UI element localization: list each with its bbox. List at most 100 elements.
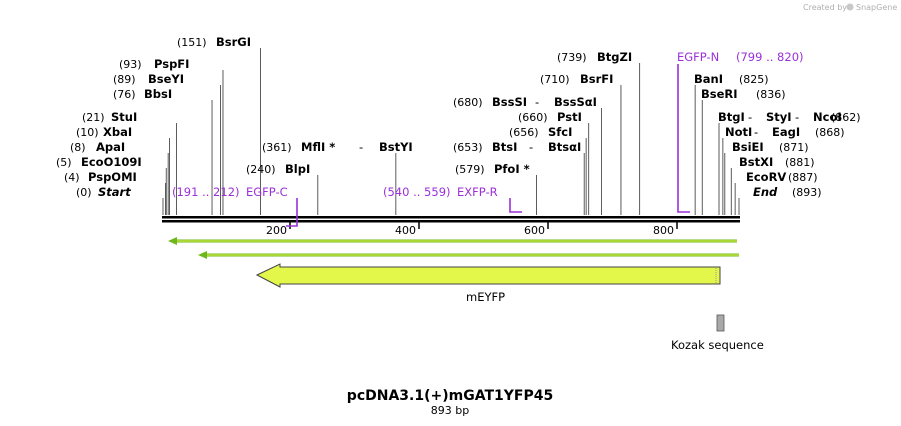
enzyme-name: BseYI [148,72,184,86]
backbone-top-strand [162,216,740,219]
enzyme-site-btgi[interactable]: (862)BtgI - StyI - NcoI [718,110,861,124]
enzyme-name-alt: BtsαI [548,140,581,154]
primer-egfp-c-range: (191 .. 212) [172,185,240,199]
feature-meyfp[interactable]: mEYFP [255,263,721,304]
enzyme-name: BanI [694,72,723,86]
brand-prefix: Created by [803,3,847,12]
enzyme-site-apai[interactable]: (8)ApaI [70,140,125,154]
primer-egfp-c[interactable]: (191 .. 212) EGFP-C [172,185,298,227]
enzyme-position: (887) [788,171,818,184]
enzyme-position: (240) [246,163,276,176]
enzyme-site-btgzi[interactable]: (739) BtgZI [557,50,632,64]
enzyme-separator: - [529,140,533,154]
enzyme-separator: - [795,110,799,124]
enzyme-position: (76) [113,88,136,101]
enzyme-position: (893) [792,186,822,199]
enzyme-name-alt: BssSαI [554,95,597,109]
svg-text:400: 400 [395,224,416,237]
enzyme-separator: - [748,110,752,124]
feature-strand-2 [198,251,739,259]
enzyme-name: NotI [725,125,752,139]
enzyme-name: Start [98,185,131,199]
enzyme-name: XbaI [103,125,132,139]
enzyme-position: (0) [76,186,92,199]
enzyme-position: (93) [119,58,142,71]
enzyme-site-end[interactable]: (893) End [753,185,822,199]
enzyme-name: BsrGI [216,35,251,49]
enzyme-name: BtsI [492,140,517,154]
primer-exfp-r-range: (540 .. 559) [383,185,451,199]
enzyme-position: (656) [509,126,539,139]
enzyme-name: BlpI [285,162,310,176]
enzyme-position: (881) [785,156,815,169]
enzyme-name: End [753,185,778,199]
enzyme-name-alt: StyI [766,110,792,124]
feature-kozak[interactable]: Kozak sequence [671,314,764,352]
enzyme-site-bsrfi[interactable]: (710) BsrFI [540,72,613,86]
enzyme-name: BsrFI [580,72,613,86]
primer-egfp-c-label: EGFP-C [246,185,288,199]
enzyme-name: PspFI [154,57,189,71]
enzyme-name: BtgZI [597,50,632,64]
enzyme-position: (579) [455,163,485,176]
backbone-bottom-strand [162,220,740,223]
snapgene-logo-icon [846,3,854,11]
axis-tick-800: 800 [653,222,678,237]
enzyme-site-bseyi[interactable]: (89)BseYI [113,72,184,86]
enzyme-position: (739) [557,51,587,64]
enzyme-position: (871) [779,141,809,154]
plasmid-length: 893 bp [431,404,469,417]
primer-exfp-r[interactable]: (540 .. 559) EXFP-R [383,185,522,213]
enzyme-position: (680) [453,96,483,109]
primer-egfp-n[interactable]: EGFP-N (799 .. 820) [677,50,804,213]
enzyme-name: MflI * [301,140,335,154]
enzyme-name: SfcI [548,125,572,139]
brand-name: SnapGene [856,3,897,12]
svg-text:800: 800 [653,224,674,237]
enzyme-site-sfci[interactable]: (656) SfcI [509,125,572,139]
enzyme-name-alt: NcoI [813,110,842,124]
enzyme-site-bbsi[interactable]: (76)BbsI [113,87,172,101]
enzyme-position: (660) [518,111,548,124]
axis-tick-600: 600 [524,222,549,237]
enzyme-site-pspomi[interactable]: (4)PspOMI [64,170,137,184]
enzyme-position: (836) [756,88,786,101]
enzyme-site-ecoo109i[interactable]: (5)EcoO109I [56,155,142,169]
enzyme-name: PstI [557,110,582,124]
enzyme-separator: - [359,140,363,154]
enzyme-site-bstxi[interactable]: (881)BstXI [739,155,815,169]
enzyme-position: (825) [739,73,769,86]
enzyme-position: (8) [70,141,86,154]
feature-strand-1 [168,237,737,245]
feature-kozak-label: Kozak sequence [671,338,764,352]
enzyme-separator: - [535,95,539,109]
enzyme-position: (21) [82,111,105,124]
enzyme-site-bsrgi[interactable]: (151)BsrGI [177,35,251,49]
enzyme-name: BseRI [701,87,738,101]
enzyme-position: (5) [56,156,72,169]
feature-meyfp-label: mEYFP [466,290,505,304]
enzyme-name: PfoI * [494,162,530,176]
enzyme-position: (653) [453,141,483,154]
enzyme-position: (710) [540,73,570,86]
enzyme-site-stui[interactable]: (21)StuI [82,110,137,124]
enzyme-name: BssSI [492,95,527,109]
enzyme-site-pfoi[interactable]: (579) PfoI * [455,162,530,176]
enzyme-site-bsssi[interactable]: (680) BssSI - BssSαI [453,95,597,109]
enzyme-site-pspfi[interactable]: (93) PspFI [119,57,189,71]
enzyme-site-xbai[interactable]: (10)XbaI [76,125,132,139]
enzyme-position: (4) [64,171,80,184]
enzyme-name: EcoRV [746,170,786,184]
enzyme-site-bseri[interactable]: (836) BseRI [701,87,786,101]
svg-text:200: 200 [266,224,287,237]
enzyme-site-blpi[interactable]: (240) BlpI [246,162,310,176]
enzyme-site-bsiei[interactable]: (871)BsiEI [732,140,809,154]
enzyme-site-bani[interactable]: (825) BanI [694,72,769,86]
axis-tick-400: 400 [395,222,420,237]
enzyme-site-ecorv[interactable]: (887)EcoRV [746,170,818,184]
enzyme-site-btsi[interactable]: (653) BtsI - BtsαI [453,140,581,154]
enzyme-site-start[interactable]: (0) Start [76,185,131,199]
enzyme-site-mfli[interactable]: (361)MflI * - BstYI [262,140,413,154]
enzyme-site-noti[interactable]: (868)NotI - EagI [725,125,845,139]
enzyme-site-psti[interactable]: (660) PstI [518,110,582,124]
